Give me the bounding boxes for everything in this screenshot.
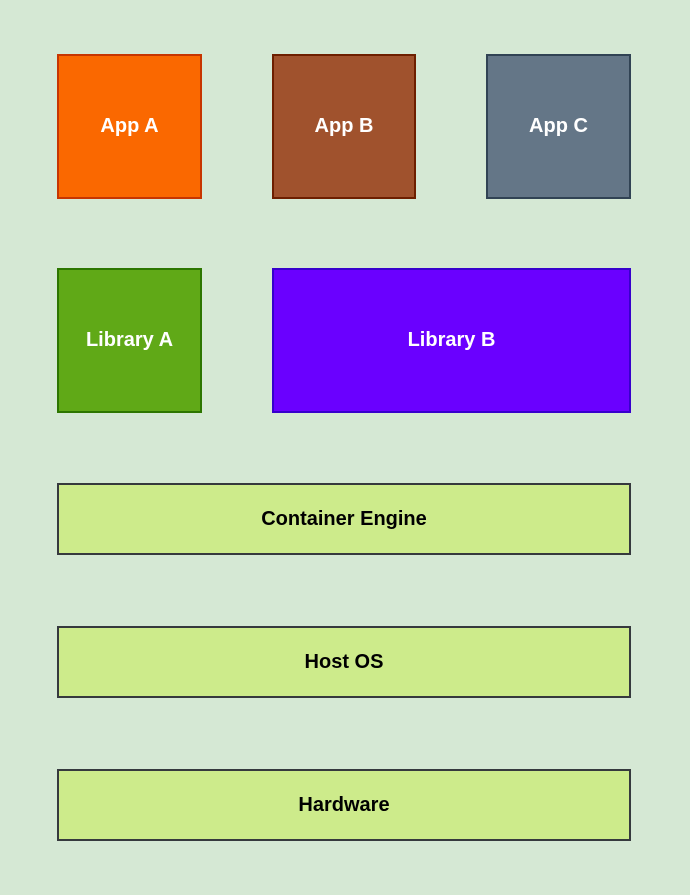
library-a-label: Library A [85,329,174,351]
host-os-label: Host OS [304,650,384,673]
library-a-box[interactable]: Library A [57,268,202,413]
container-engine-label: Container Engine [261,507,427,530]
container-engine-box[interactable]: Container Engine [57,483,631,555]
host-os-box[interactable]: Host OS [57,626,631,698]
library-b-label: Library B [407,329,496,351]
app-a-box[interactable]: App A [57,54,202,199]
hardware-box[interactable]: Hardware [57,769,631,841]
hardware-label: Hardware [298,793,390,816]
app-b-box[interactable]: App B [272,54,416,199]
library-b-box[interactable]: Library B [272,268,631,413]
app-b-label: App B [314,115,374,137]
app-a-label: App A [100,115,159,137]
app-c-box[interactable]: App C [486,54,631,199]
app-c-label: App C [529,115,588,137]
